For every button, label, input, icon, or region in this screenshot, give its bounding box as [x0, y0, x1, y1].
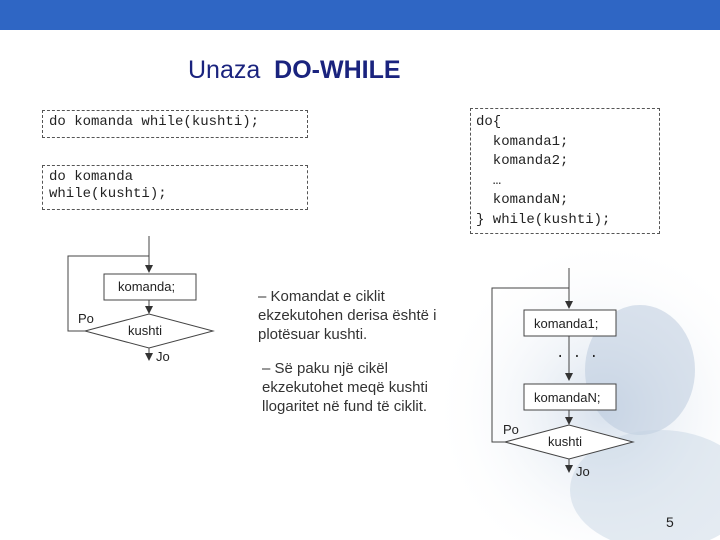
left-loop-back-line [67, 255, 149, 332]
right-condition-label: kushti [548, 434, 582, 449]
slide-title: Unaza DO-WHILE [188, 56, 401, 84]
description-1: – Komandat e ciklit ekzekutohen derisa ë… [258, 288, 437, 343]
slide-title-emphasis: DO-WHILE [274, 56, 401, 84]
header-bar [0, 0, 720, 30]
right-statement1-box [523, 309, 617, 337]
left-no-label: Jo [156, 349, 170, 364]
right-loop-back-line [491, 287, 569, 443]
syntax-single-line: do komanda while(kushti); [42, 110, 308, 138]
right-yes-label: Po [503, 422, 519, 437]
right-dots-label: . . . [556, 346, 599, 362]
syntax-two-lines: do komanda while(kushti); [42, 165, 308, 210]
right-statementN-label: komandaN; [534, 390, 601, 405]
page-number: 5 [666, 514, 674, 530]
left-condition-diamond [83, 313, 215, 349]
left-statement-box [103, 273, 197, 301]
right-statement1-label: komanda1; [534, 316, 599, 331]
syntax-block: do{ komanda1; komanda2; … komandaN; } wh… [470, 108, 660, 234]
left-statement-label: komanda; [118, 279, 176, 294]
left-yes-label: Po [78, 311, 94, 326]
right-statementN-box [523, 383, 617, 411]
left-condition-label: kushti [128, 323, 162, 338]
right-no-label: Jo [576, 464, 590, 479]
right-condition-diamond [503, 424, 635, 460]
description-2: – Së paku një cikël ekzekutohet meqë kus… [262, 360, 428, 415]
